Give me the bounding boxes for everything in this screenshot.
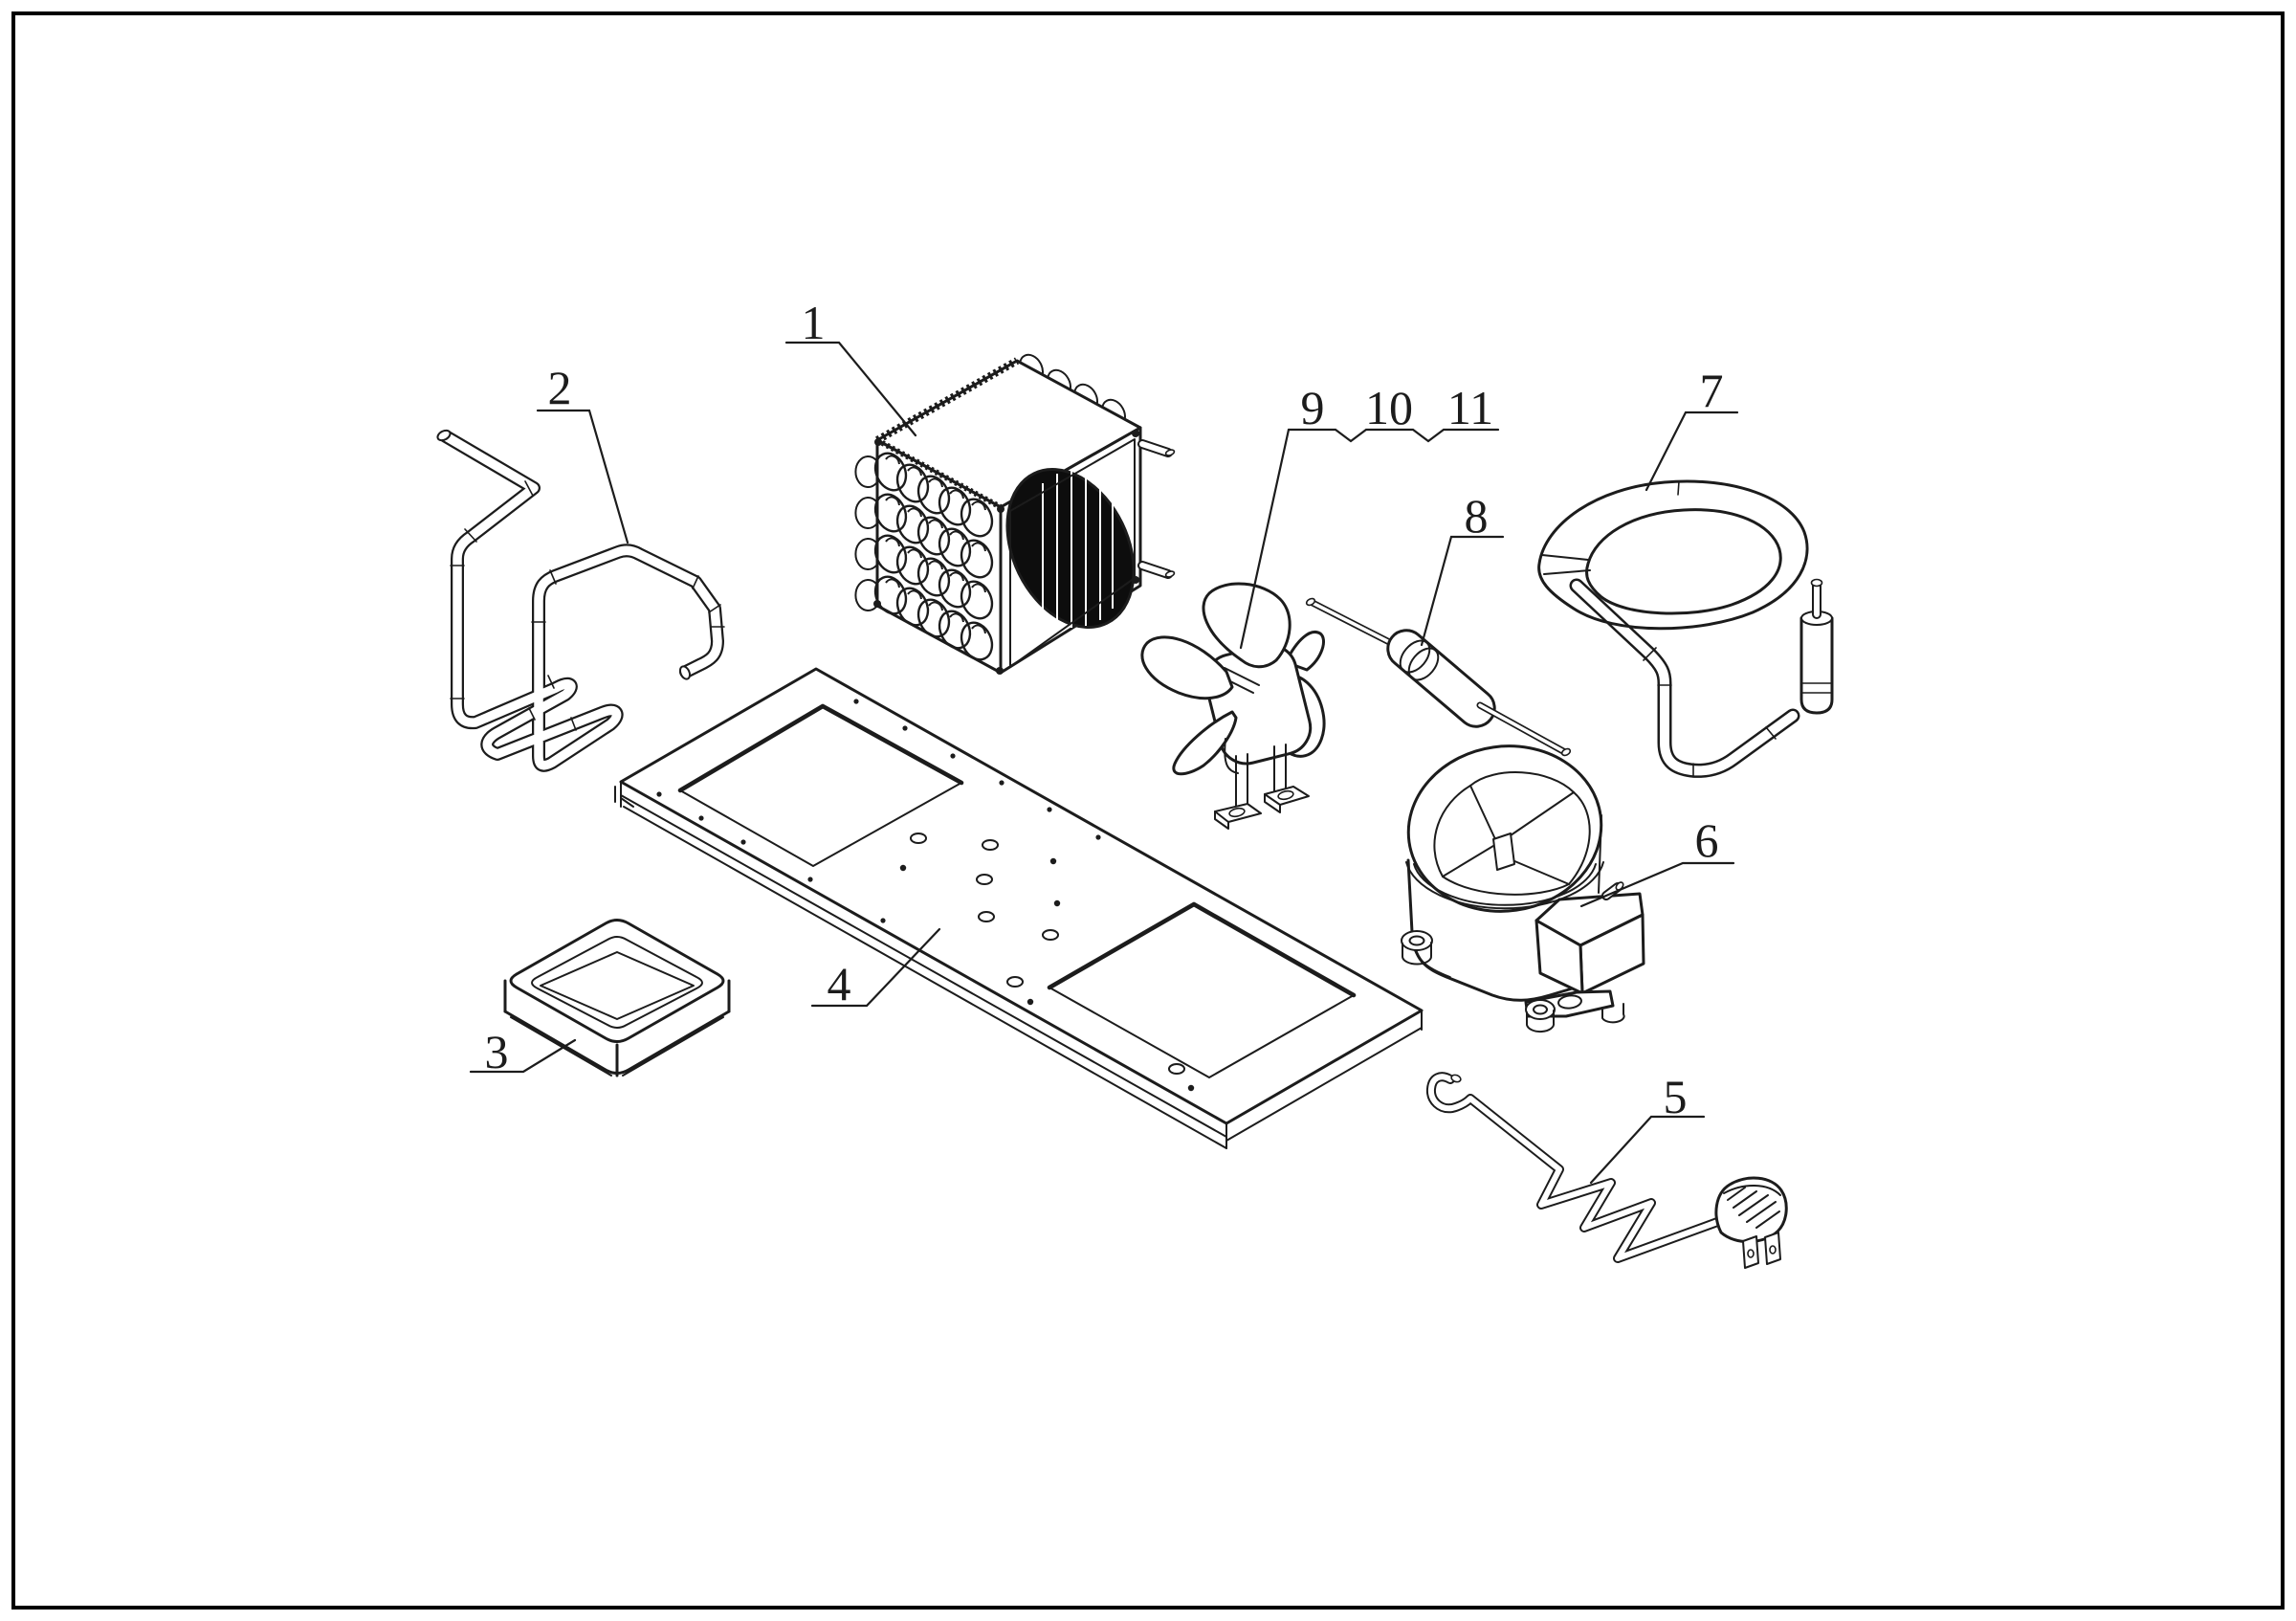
plug-prong-right-hole (1769, 1245, 1777, 1255)
part-1-condenser-drawing (854, 353, 1176, 675)
plate-front-left-flange (620, 781, 1227, 1149)
compressor-foot-center (1525, 999, 1556, 1033)
tray-outer-rim (509, 919, 725, 1043)
capillary-tip-right (1560, 747, 1572, 757)
tray-inner-rim (531, 936, 703, 1029)
callout-4: 4 (810, 927, 941, 1010)
drier-seam-2 (1407, 647, 1440, 681)
plate-front-right-flange (1225, 1010, 1423, 1142)
callout-1: 1 (784, 296, 917, 437)
plate-holes (899, 833, 1195, 1092)
fan-blade-left (1140, 635, 1234, 700)
plate-corner-tab (614, 786, 634, 808)
plate-rivet-dots (656, 699, 1101, 923)
drier-cylinder (1386, 629, 1496, 728)
part-8-filter-drier-drawing (1305, 597, 1572, 757)
condenser-tube-stubs (1137, 439, 1176, 579)
fan-blade-lower-left (1172, 710, 1238, 776)
baseplate-oval-hole (1557, 994, 1582, 1010)
callout-9-10-11-leader (1239, 428, 1291, 650)
accumulator-canister (1799, 616, 1834, 715)
part-number-3: 3 (485, 1025, 509, 1078)
fan-bracket (1214, 744, 1310, 830)
canister-bands (1800, 682, 1833, 694)
loop-ring-outer (1537, 479, 1809, 631)
condenser-fin-edge-front (875, 437, 1003, 510)
capillary-tip-left (1305, 597, 1316, 607)
page-border-frame (11, 11, 2285, 1610)
part-number-11: 11 (1447, 381, 1493, 434)
callout-2-leader (536, 409, 629, 544)
part-number-5: 5 (1664, 1070, 1688, 1123)
dome-rim-inner (1413, 863, 1597, 906)
tray-floor-edge (540, 951, 695, 1020)
plug-prong-left-hole (1747, 1249, 1755, 1258)
part-number-4: 4 (828, 957, 851, 1010)
callout-8: 8 (1420, 489, 1505, 647)
condenser-fin-edge-back (875, 357, 1019, 444)
plug-hatch-lines (1727, 1187, 1780, 1229)
condenser-corner-screws (873, 430, 1139, 675)
part-number-1: 1 (802, 296, 826, 349)
part-number-6: 6 (1695, 813, 1719, 867)
plug-prong-right (1764, 1232, 1781, 1265)
part-5-power-cord-drawing (1425, 1072, 1788, 1269)
callout-7-leader (1645, 411, 1739, 492)
fan-opening-streaks (1042, 469, 1114, 628)
plate-cutout-lower-right (1047, 901, 1357, 1078)
part-3-drain-pan-drawing (503, 919, 731, 1077)
callout-4-leader (810, 927, 941, 1008)
callout-7: 7 (1645, 364, 1739, 492)
callout-5-leader (1589, 1115, 1706, 1185)
tube-end-cap-right (678, 665, 692, 680)
tube-inner-highlight (441, 432, 722, 770)
callout-8-leader (1420, 535, 1505, 647)
callout-9-10-11: 9 10 11 (1239, 381, 1500, 650)
part-6-compressor-drawing (1401, 744, 1645, 1033)
callout-group-line (1287, 428, 1500, 443)
part-7-loop-tube-drawing (1537, 479, 1834, 778)
plug-prong-left (1742, 1235, 1759, 1269)
drier-seam-1 (1399, 639, 1431, 674)
compressor-foot-right (1601, 1003, 1625, 1024)
plate-cutout-upper-left (677, 703, 964, 867)
part-number-8: 8 (1465, 489, 1489, 543)
part-9-10-11-fan-assembly-drawing (1140, 582, 1326, 830)
compressor-junction-box (1534, 892, 1645, 995)
plug-body (1714, 1176, 1788, 1244)
compressor-foot-left (1401, 930, 1433, 966)
dome-panel-seams (1433, 771, 1591, 896)
callout-1-leader (784, 341, 917, 437)
callout-3: 3 (469, 1025, 577, 1078)
power-plug (1714, 1176, 1788, 1269)
callout-3-leader (469, 1038, 577, 1074)
callout-2: 2 (536, 361, 629, 544)
callout-6-leader (1579, 861, 1735, 908)
part-number-7: 7 (1700, 364, 1724, 417)
callout-5: 5 (1589, 1070, 1706, 1185)
tube-bend-ticks (450, 480, 725, 731)
part-4-base-plate-drawing (614, 667, 1424, 1149)
compressor-shell-right (1598, 814, 1602, 894)
part-number-9: 9 (1301, 381, 1325, 434)
loop-bend-ticks (1643, 480, 1777, 778)
canister-stub-cap (1810, 578, 1823, 588)
tray-walls (503, 979, 731, 1077)
plug-top-seam (1723, 1185, 1781, 1196)
part-number-10: 10 (1365, 381, 1413, 434)
fan-motor-bottom-edge (1224, 738, 1239, 774)
cord-clip-end (1450, 1074, 1462, 1083)
tube-end-cap-left (436, 429, 452, 442)
loop-ring-inner (1585, 508, 1782, 615)
dome-rim-outer (1405, 861, 1604, 910)
condenser-left-return-bends (854, 455, 877, 611)
part-2-bent-tube-drawing (436, 429, 725, 772)
callout-6: 6 (1579, 813, 1735, 908)
loop-left-fold (1541, 554, 1591, 575)
part-number-2: 2 (548, 361, 572, 414)
callouts: 1 2 3 4 5 6 7 8 (469, 296, 1739, 1185)
